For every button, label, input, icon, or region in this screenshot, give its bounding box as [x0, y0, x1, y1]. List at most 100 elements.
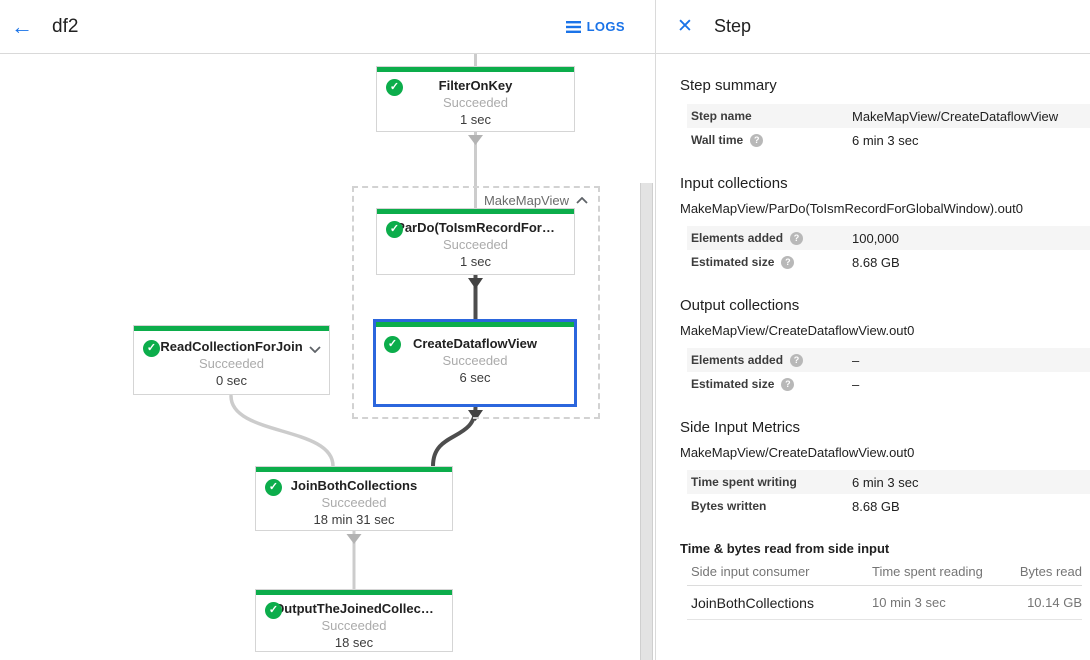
metric-row: Elements added? – — [687, 348, 1090, 372]
node-status: Succeeded — [442, 353, 508, 368]
help-icon[interactable]: ? — [781, 377, 795, 391]
node-status-bar — [377, 67, 574, 72]
side-input-metric-rows: Time spent writing 6 min 3 sec Bytes wri… — [687, 470, 1090, 518]
list-icon — [565, 20, 581, 33]
metric-label: Time spent writing — [691, 475, 797, 489]
help-icon[interactable]: ? — [750, 133, 764, 147]
side-input-consumer: JoinBothCollections — [691, 594, 814, 611]
node-time: 0 sec — [215, 373, 248, 388]
node-time: 18 min 31 sec — [313, 512, 395, 527]
node-title: ReadCollectionForJoin — [160, 339, 303, 354]
job-header: ← df2 LOGS — [0, 0, 655, 54]
node-time: 18 sec — [334, 635, 374, 650]
node-status-bar — [256, 467, 452, 472]
metric-row: Bytes written 8.68 GB — [687, 494, 1090, 518]
metric-label: Wall time — [691, 133, 744, 147]
graph-node-joinbothcollections[interactable]: ✓ JoinBothCollections Succeeded 18 min 3… — [255, 466, 453, 531]
job-title: df2 — [52, 15, 79, 37]
metric-label: Bytes written — [691, 499, 767, 513]
pipeline-graph: MakeMapView ✓ FilterOnKey Succeeded 1 se… — [133, 52, 653, 660]
graph-node-outputthejoinedcollection[interactable]: ✓ OutputTheJoinedCollec… Succeeded 18 se… — [255, 589, 453, 652]
metric-value: 8.68 GB — [852, 498, 900, 514]
table-header-row: Side input consumer Time spent reading B… — [687, 558, 1082, 586]
side-input-collection-name: MakeMapView/CreateDataflowView.out0 — [680, 445, 915, 460]
group-label: MakeMapView — [483, 193, 569, 208]
metric-label: Step name — [691, 109, 752, 123]
step-details-panel: ✕ Step Step summary Step name MakeMapVie… — [655, 0, 1090, 660]
back-arrow-icon[interactable]: ← — [11, 13, 33, 39]
graph-scrollbar[interactable] — [640, 183, 653, 660]
makemapview-group-box: MakeMapView — [352, 186, 600, 419]
node-status: Succeeded — [198, 356, 265, 371]
metric-label: Estimated size — [691, 255, 775, 269]
node-title: FilterOnKey — [438, 78, 513, 93]
step-panel-body: Step summary Step name MakeMapView/Creat… — [656, 77, 1090, 620]
graph-node-readcollectionforjoin[interactable]: ✓ ReadCollectionForJoin Succeeded 0 sec — [133, 325, 330, 395]
node-time: 6 sec — [459, 370, 491, 385]
metric-value: 6 min 3 sec — [852, 132, 919, 148]
metric-value: 100,000 — [852, 230, 899, 246]
node-status-bar — [377, 209, 574, 214]
logs-label: LOGS — [586, 19, 625, 34]
node-status: Succeeded — [321, 618, 387, 633]
graph-node-pardo-toismrecord[interactable]: ✓ ParDo(ToIsmRecordFor… Succeeded 1 sec — [376, 208, 575, 275]
side-input-table-heading: Time & bytes read from side input — [680, 541, 890, 556]
metric-value: – — [852, 376, 860, 392]
node-status-bar — [134, 326, 329, 331]
column-header: Time spent reading — [872, 564, 983, 579]
metric-value: MakeMapView/CreateDataflowView — [852, 108, 1059, 124]
close-icon[interactable]: ✕ — [677, 16, 693, 37]
output-collections-heading: Output collections — [680, 297, 800, 314]
metric-label: Elements added — [691, 231, 784, 245]
node-status-bar — [376, 322, 574, 327]
success-check-icon: ✓ — [386, 221, 403, 238]
node-status: Succeeded — [321, 495, 387, 510]
node-status: Succeeded — [442, 95, 509, 110]
pipeline-edges — [229, 52, 483, 590]
panel-title: Step — [714, 16, 752, 36]
metric-row: Wall time? 6 min 3 sec — [687, 128, 1090, 152]
side-input-table: Side input consumer Time spent reading B… — [687, 558, 1082, 620]
node-title: CreateDataflowView — [412, 336, 538, 351]
chevron-down-icon[interactable] — [309, 340, 321, 358]
success-check-icon: ✓ — [386, 79, 403, 96]
node-title: ParDo(ToIsmRecordFor… — [396, 220, 555, 235]
graph-node-createdataflowview-selected[interactable]: ✓ CreateDataflowView Succeeded 6 sec — [373, 319, 577, 407]
success-check-icon: ✓ — [384, 336, 401, 353]
input-collections-heading: Input collections — [680, 175, 788, 192]
help-icon[interactable]: ? — [790, 353, 804, 367]
metric-row: Elements added? 100,000 — [687, 226, 1090, 250]
input-collection-name: MakeMapView/ParDo(ToIsmRecordForGlobalWi… — [680, 201, 1023, 216]
metric-label: Estimated size — [691, 377, 775, 391]
metric-value: 6 min 3 sec — [852, 474, 919, 490]
node-time: 1 sec — [459, 254, 492, 269]
success-check-icon: ✓ — [265, 479, 282, 496]
metric-row: Estimated size? 8.68 GB — [687, 250, 1090, 274]
help-icon[interactable]: ? — [790, 231, 804, 245]
graph-node-filteronkey[interactable]: ✓ FilterOnKey Succeeded 1 sec — [376, 66, 575, 132]
metric-row: Time spent writing 6 min 3 sec — [687, 470, 1090, 494]
success-check-icon: ✓ — [143, 340, 160, 357]
output-collections-rows: Elements added? – Estimated size? – — [687, 348, 1090, 396]
node-title: OutputTheJoinedCollec… — [274, 601, 434, 616]
column-header: Bytes read — [1019, 564, 1082, 579]
chevron-up-icon[interactable] — [576, 197, 588, 204]
table-row: JoinBothCollections 10 min 3 sec 10.14 G… — [687, 586, 1082, 620]
step-summary-heading: Step summary — [680, 77, 777, 94]
column-header: Side input consumer — [691, 564, 810, 579]
input-collections-rows: Elements added? 100,000 Estimated size? … — [687, 226, 1090, 274]
bytes-read: 10.14 GB — [1027, 595, 1082, 610]
help-icon[interactable]: ? — [781, 255, 795, 269]
metric-label: Elements added — [691, 353, 784, 367]
success-check-icon: ✓ — [265, 602, 282, 619]
step-summary-rows: Step name MakeMapView/CreateDataflowView… — [687, 104, 1090, 152]
metric-value: 8.68 GB — [852, 254, 900, 270]
node-status-bar — [256, 590, 452, 595]
node-status: Succeeded — [442, 237, 509, 252]
logs-button[interactable]: LOGS — [565, 19, 625, 34]
metric-row: Step name MakeMapView/CreateDataflowView — [687, 104, 1090, 128]
metric-value: – — [852, 352, 860, 368]
node-title: JoinBothCollections — [290, 478, 418, 493]
side-input-metrics-heading: Side Input Metrics — [680, 419, 801, 436]
